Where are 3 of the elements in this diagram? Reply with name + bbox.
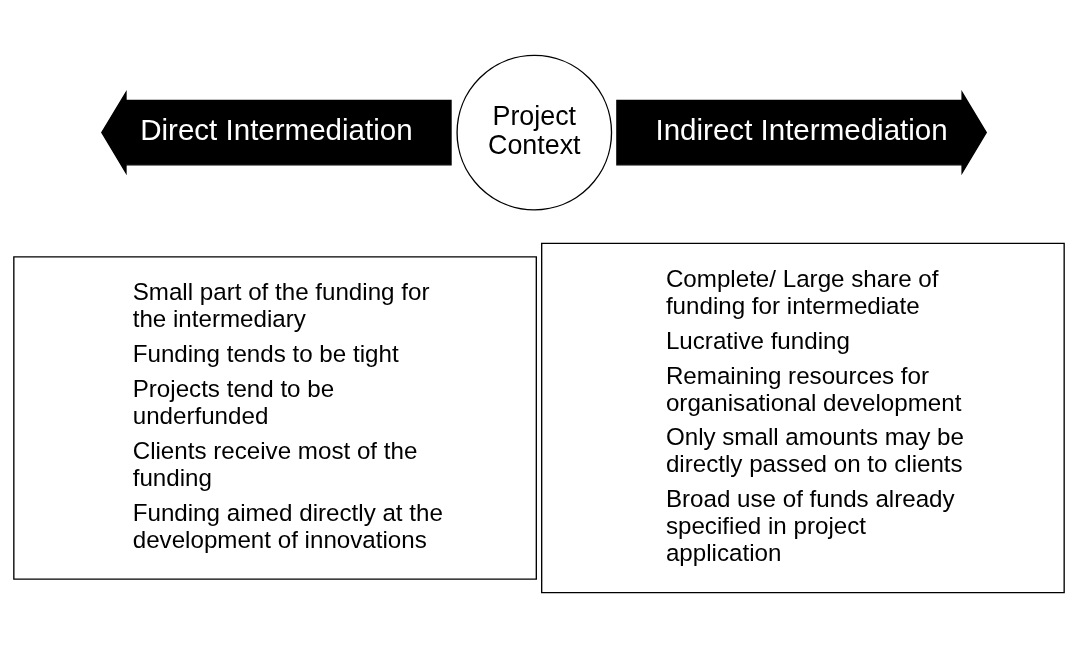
node-circle: Project Context (456, 54, 613, 210)
node-box: Small part of the funding for the intermediary Funding tends to be tight Projects tend to be underfunded Clients receive most of the funding Funding aimed directly at the development of innovations (13, 255, 537, 580)
node-box: Complete/ Large share of funding for intermediate Lucrative funding Remaining resources for organisational development Only small amounts may be directly passed on to clients Broad use of funds already specified in project application (541, 242, 1065, 593)
